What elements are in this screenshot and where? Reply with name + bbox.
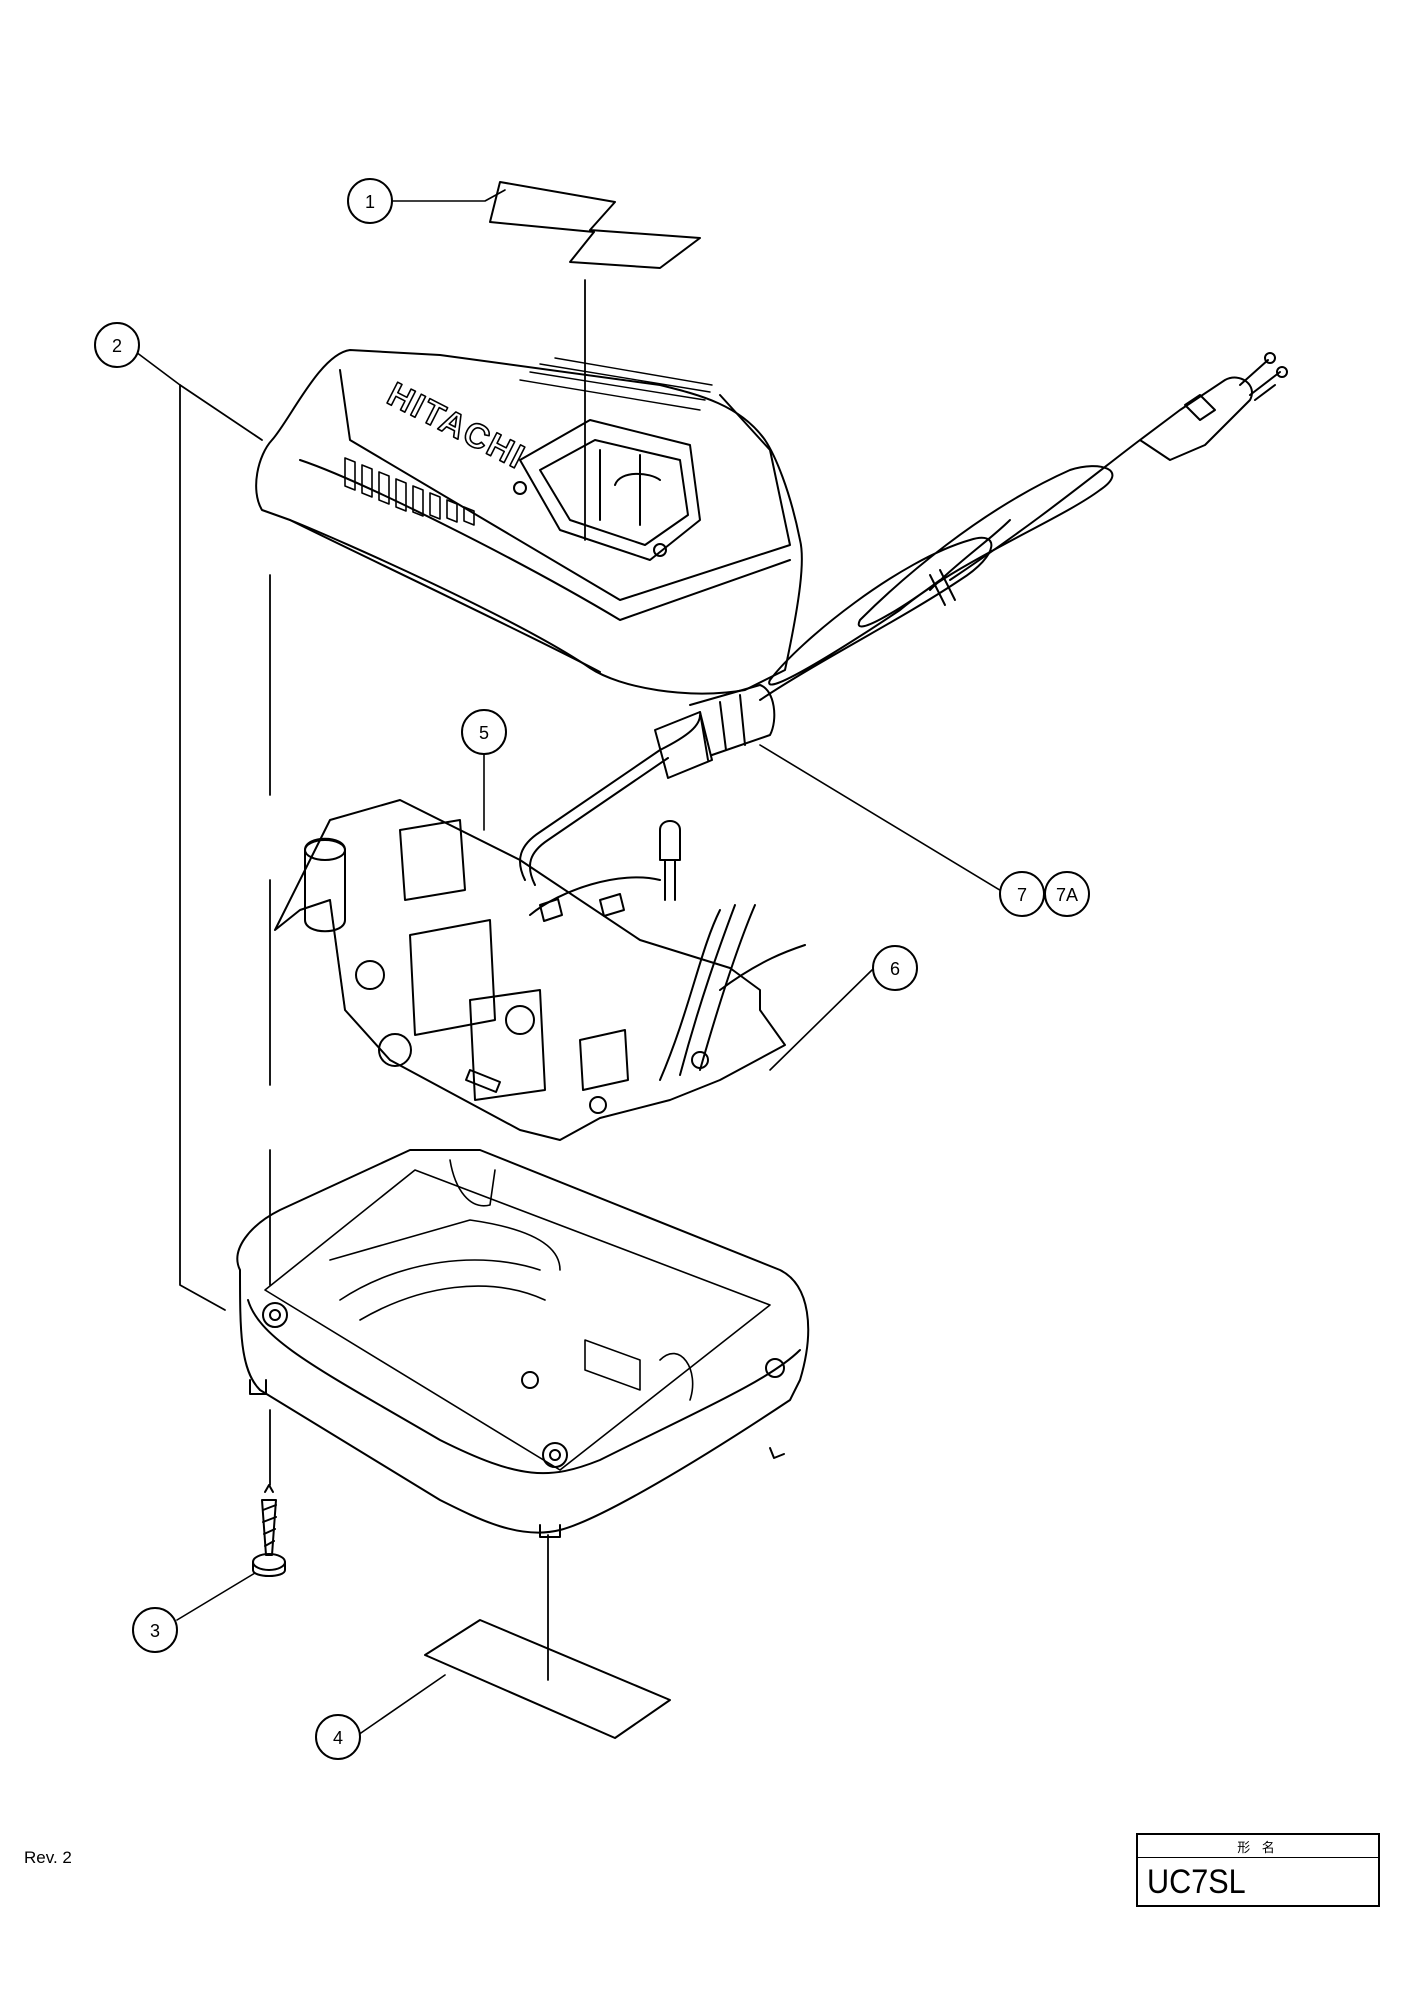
assembly-lines xyxy=(179,279,586,1681)
svg-text:7A: 7A xyxy=(1056,885,1078,905)
part-3-tapping-screw xyxy=(252,1484,286,1577)
part-2-charger-housing-base xyxy=(236,1149,810,1538)
svg-text:4: 4 xyxy=(333,1728,343,1748)
svg-text:2: 2 xyxy=(112,336,122,356)
callout-7: 7 xyxy=(999,871,1045,917)
svg-text:6: 6 xyxy=(890,959,900,979)
svg-text:5: 5 xyxy=(479,723,489,743)
part-7-power-cord-and-plug xyxy=(519,352,1288,886)
callout-2: 2 xyxy=(94,322,140,368)
callout-6: 6 xyxy=(872,945,918,991)
model-title-block: 形 名 UC7SL xyxy=(1136,1833,1380,1907)
part-5-circuit-board xyxy=(274,799,806,1141)
svg-text:3: 3 xyxy=(150,1621,160,1641)
callout-leaders xyxy=(135,189,1004,1736)
model-number: UC7SL xyxy=(1147,1863,1246,1901)
brand-logo-hitachi: HITACHI xyxy=(381,375,531,477)
callout-4: 4 xyxy=(315,1714,361,1760)
callout-5: 5 xyxy=(461,709,507,755)
part-2-charger-housing-top: HITACHI xyxy=(255,349,803,695)
part-1-label-sticker xyxy=(489,181,701,269)
svg-text:7: 7 xyxy=(1017,885,1027,905)
callout-1: 1 xyxy=(347,178,393,224)
model-header: 形 名 xyxy=(1138,1835,1378,1858)
callout-7a: 7A xyxy=(1044,871,1090,917)
revision-label: Rev. 2 xyxy=(24,1848,72,1867)
part-4-label-plate xyxy=(424,1619,671,1739)
svg-text:1: 1 xyxy=(365,192,375,212)
callout-3: 3 xyxy=(132,1607,178,1653)
